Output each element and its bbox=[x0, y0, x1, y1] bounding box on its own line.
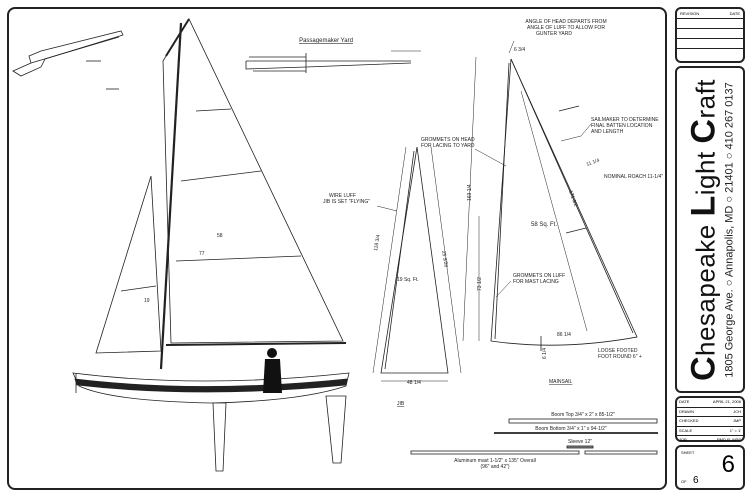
dim-main-lower: 73 1/2 bbox=[477, 277, 483, 291]
info-row-drawn: DRAWN JCH bbox=[677, 408, 743, 418]
gunter-note-1: ANGLE OF HEAD DEPARTS FROM bbox=[525, 19, 606, 25]
dim-main-foot: 86 1/4 bbox=[557, 332, 571, 338]
info-row-job: JOB PMD FLAIRE bbox=[677, 436, 743, 445]
company-initial: L bbox=[684, 194, 723, 217]
centerboard bbox=[212, 402, 227, 472]
info-label: DRAWN bbox=[679, 408, 694, 414]
grommets-head-1: GROMMETS ON HEAD bbox=[421, 137, 475, 143]
company-word-part: ight bbox=[690, 143, 721, 195]
company-word-part: hesapeake bbox=[690, 216, 721, 356]
title-rotated: Chesapeake Light Craft 1805 George Ave. … bbox=[685, 70, 736, 390]
spar-list bbox=[410, 418, 658, 455]
sailmaker-note-2: FINAL BATTEN LOCATION bbox=[591, 123, 653, 129]
boom-top-spar bbox=[508, 418, 658, 424]
revision-row bbox=[677, 39, 743, 49]
info-label: JOB bbox=[679, 437, 687, 443]
date-label: DATE bbox=[729, 11, 740, 16]
of-number: 6 bbox=[693, 475, 699, 486]
wire-luff-2: JIB IS SET "FLYING" bbox=[323, 199, 370, 205]
dim-head: 6 3/4 bbox=[514, 47, 525, 53]
info-label: SCALE bbox=[679, 427, 693, 433]
sleeve-spar bbox=[566, 445, 594, 449]
mast-upper-spar bbox=[584, 450, 658, 455]
company-address: 1805 George Ave. ○ Annapolis, MD ○ 21401… bbox=[723, 81, 736, 378]
sail-plan-drawing: Passagemaker Yard ANGLE OF HEAD DEPARTS … bbox=[12, 18, 663, 472]
title-block: Chesapeake Light Craft 1805 George Ave. … bbox=[675, 66, 745, 393]
grommets-head-2: FOR LACING TO YARD bbox=[421, 143, 475, 149]
info-value: 1" = 1' bbox=[729, 427, 741, 433]
company-initial: C bbox=[684, 355, 723, 381]
dim-foot-round: 6 1/4 bbox=[542, 348, 548, 359]
jib-sail-plan bbox=[372, 146, 462, 382]
boat-jib bbox=[95, 175, 162, 354]
info-value: PMD FLAIRE bbox=[716, 437, 741, 443]
company-word-part: raft bbox=[690, 78, 721, 119]
dim-58: 58 bbox=[217, 233, 223, 239]
jib-label: JIB bbox=[397, 401, 405, 407]
revision-block: REVISION DATE bbox=[675, 7, 745, 63]
revision-row bbox=[677, 49, 743, 58]
mast-sub-label: (96" and 42") bbox=[480, 464, 509, 470]
jib-area: 19 Sq. Ft. bbox=[397, 277, 419, 283]
dim-jib-leech: 25 3/20 bbox=[440, 250, 449, 268]
boat-hull bbox=[72, 372, 350, 404]
dim-main-luff: 163 1/4 bbox=[467, 184, 473, 201]
sleeve-label: Sleeve 12" bbox=[568, 439, 592, 445]
wire-luff-1: WIRE LUFF bbox=[329, 193, 356, 199]
drawing-frame: Passagemaker Yard ANGLE OF HEAD DEPARTS … bbox=[7, 7, 667, 490]
info-label: CHECKED bbox=[679, 418, 699, 424]
gunter-note-2: ANGLE OF LUFF TO ALLOW FOR bbox=[527, 25, 605, 31]
dim-jib-foot: 48 1/4 bbox=[407, 380, 421, 386]
boom-top-label: Boom Top 3/4" x 2" x 85-1/2" bbox=[551, 412, 615, 418]
mast-label: Aluminum mast 1-1/2" x 135" Overall bbox=[454, 458, 536, 464]
info-value: JMP bbox=[733, 418, 741, 424]
sheet-label: SHEET bbox=[681, 450, 695, 455]
info-value: JCH bbox=[733, 408, 741, 414]
masthead-detail bbox=[12, 30, 124, 90]
grommets-luff-1: GROMMETS ON LUFF bbox=[513, 273, 565, 279]
dim-19: 19 bbox=[144, 298, 150, 304]
info-row-scale: SCALE 1" = 1' bbox=[677, 427, 743, 437]
info-row-checked: CHECKED JMP bbox=[677, 417, 743, 427]
company-initial: C bbox=[684, 118, 723, 144]
sailmaker-note-1: SAILMAKER TO DETERMINE bbox=[591, 117, 659, 123]
revision-row bbox=[677, 19, 743, 29]
sheet-number: 6 bbox=[721, 451, 735, 478]
info-value: APRIL 21, 2006 bbox=[712, 399, 741, 404]
dim-77: 77 bbox=[199, 251, 205, 257]
dim-jib-luff: 118 3/4 bbox=[373, 234, 382, 251]
person-silhouette bbox=[263, 348, 282, 393]
company-name: Chesapeake Light Craft bbox=[685, 70, 724, 390]
mainsail-label: MAINSAIL bbox=[549, 379, 573, 385]
revision-label: REVISION bbox=[680, 11, 700, 16]
revision-row bbox=[677, 29, 743, 39]
revision-header: REVISION DATE bbox=[677, 9, 743, 19]
rudder bbox=[325, 395, 347, 464]
sheet-block: SHEET 6 OF 6 bbox=[675, 445, 745, 490]
of-label: OF bbox=[681, 479, 687, 484]
mast-lower-spar bbox=[410, 450, 580, 455]
nominal-roach: NOMINAL ROACH 11-1/4" bbox=[604, 174, 663, 180]
boat-boom bbox=[165, 342, 347, 346]
mainsail-plan bbox=[462, 56, 638, 351]
loose-footed-1: LOOSE FOOTED bbox=[598, 348, 638, 354]
info-label: DATE bbox=[679, 399, 690, 404]
yard-detail bbox=[245, 50, 421, 73]
gunter-note-3: GUNTER YARD bbox=[536, 31, 572, 37]
leader-lines bbox=[376, 40, 592, 298]
boom-bottom-label: Boom Bottom 3/4" x 1" x 94-1/2" bbox=[535, 426, 607, 432]
info-block: DATE APRIL 21, 2006 DRAWN JCH CHECKED JMP S… bbox=[675, 396, 745, 442]
dim-batten: 11 1/4 bbox=[586, 158, 601, 168]
main-area: 58 Sq. Ft. bbox=[531, 222, 557, 228]
info-row-date: DATE APRIL 21, 2006 bbox=[677, 398, 743, 408]
loose-footed-2: FOOT ROUND 6" + bbox=[598, 354, 642, 360]
yard-title: Passagemaker Yard bbox=[299, 38, 353, 44]
boat-mast bbox=[159, 22, 183, 370]
sailmaker-note-3: AND LENGTH bbox=[591, 129, 624, 135]
dim-main-leech: 171 1/2 bbox=[567, 190, 578, 208]
grommets-luff-2: FOR MAST LACING bbox=[513, 279, 559, 285]
boat-mainsail bbox=[162, 18, 344, 344]
